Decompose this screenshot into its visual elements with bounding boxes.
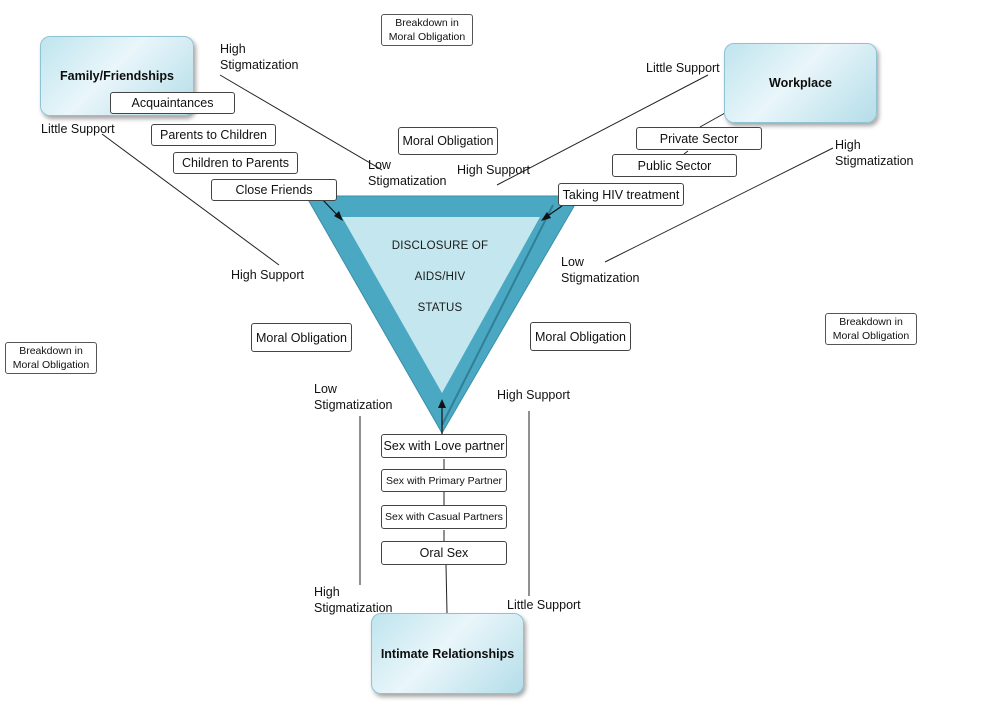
family-item-close-friends: Close Friends xyxy=(211,179,337,201)
workplace-item-taking-hiv-treatment: Taking HIV treatment xyxy=(558,183,684,206)
moral-obligation-right: Moral Obligation xyxy=(530,322,631,351)
family-high-support-label: High Support xyxy=(231,268,304,282)
intimate-item-primary-partner: Sex with Primary Partner xyxy=(381,469,507,492)
workplace-high-support-label: High Support xyxy=(457,163,530,177)
intimate-relationships-hub: Intimate Relationships xyxy=(371,613,524,694)
workplace-support-line xyxy=(496,74,709,186)
moral-obligation-top: Moral Obligation xyxy=(398,127,498,155)
intimate-high-support-label: High Support xyxy=(497,388,570,402)
arrow-head-hiv-treatment xyxy=(541,212,551,221)
intimate-little-support-label: Little Support xyxy=(507,598,581,612)
center-title-line1: DISCLOSURE OF xyxy=(391,240,489,252)
disclosure-triangle-inner xyxy=(342,217,540,393)
arrow-head-love-partner xyxy=(438,399,446,408)
workplace-item-private-sector: Private Sector xyxy=(636,127,762,150)
intimate-item-love-partner: Sex with Love partner xyxy=(381,434,507,458)
family-low-stigmatization-label: Low Stigmatization xyxy=(368,158,447,188)
breakdown-note-left: Breakdown in Moral Obligation xyxy=(5,342,97,374)
center-title-line3: STATUS xyxy=(417,302,463,314)
family-little-support-label: Little Support xyxy=(41,122,115,136)
workplace-item-public-sector: Public Sector xyxy=(612,154,737,177)
workplace-high-stigmatization-label: High Stigmatization xyxy=(835,138,914,168)
workplace-hub: Workplace xyxy=(724,43,877,123)
intimate-high-stigmatization-label: High Stigmatization xyxy=(314,585,393,615)
family-stigmatization-line xyxy=(219,74,383,171)
workplace-stigmatization-line xyxy=(604,147,834,263)
family-item-acquaintances: Acquaintances xyxy=(110,92,235,114)
arrow-head-close-friends xyxy=(334,211,343,221)
center-title-line2: AIDS/HIV xyxy=(414,271,466,283)
intimate-low-stigmatization-label: Low Stigmatization xyxy=(314,382,393,412)
family-support-line xyxy=(101,133,280,266)
family-high-stigmatization-label: High Stigmatization xyxy=(220,42,299,72)
breakdown-note-top: Breakdown in Moral Obligation xyxy=(381,14,473,46)
intimate-item-oral-sex: Oral Sex xyxy=(381,541,507,565)
breakdown-note-right: Breakdown in Moral Obligation xyxy=(825,313,917,345)
family-item-parents-to-children: Parents to Children xyxy=(151,124,276,146)
intimate-item-casual-partners: Sex with Casual Partners xyxy=(381,505,507,529)
workplace-little-support-label: Little Support xyxy=(646,61,720,75)
workplace-low-stigmatization-label: Low Stigmatization xyxy=(561,255,640,285)
moral-obligation-left: Moral Obligation xyxy=(251,323,352,352)
family-item-children-to-parents: Children to Parents xyxy=(173,152,298,174)
triangle-divider-right xyxy=(441,204,554,426)
